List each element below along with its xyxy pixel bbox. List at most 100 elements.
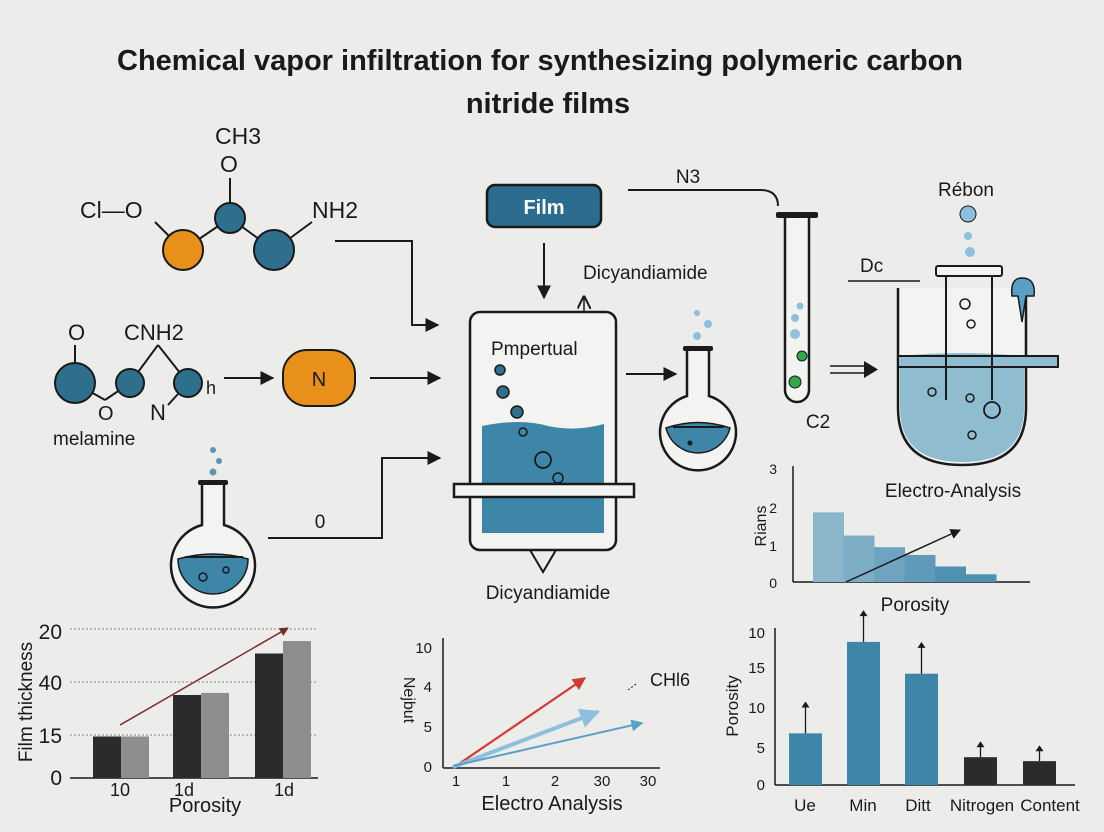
beaker xyxy=(896,205,1059,467)
atom-1 xyxy=(54,362,96,404)
c2-bar xyxy=(121,736,149,778)
c1-ytick: 3 xyxy=(769,461,777,477)
c4-error-cap xyxy=(917,641,926,648)
c4-ytick: 15 xyxy=(748,660,765,677)
c1-title: Electro-Analysis xyxy=(885,481,1021,502)
c3-xtick: 1 xyxy=(452,773,460,790)
c1-ylabel: Rians xyxy=(753,506,770,547)
test-tube xyxy=(776,212,818,404)
atom-nitrogen xyxy=(253,229,295,271)
c4-bar xyxy=(789,733,822,785)
c4-xtick: Ditt xyxy=(905,796,931,815)
c1-ytick: 2 xyxy=(769,500,777,516)
reactor-top-label: Dicyandiamide xyxy=(583,263,708,284)
c3-series-line xyxy=(452,677,587,769)
c2-bar xyxy=(201,692,229,778)
c4-error-cap xyxy=(976,741,985,748)
c3-ytick: 5 xyxy=(424,719,432,736)
flask-right xyxy=(658,310,738,472)
c3-xtick: 30 xyxy=(594,773,611,790)
c2-bar xyxy=(93,736,121,778)
c3-xlabel: Electro Analysis xyxy=(481,793,622,815)
c3-series-line xyxy=(452,719,644,767)
c1-bar xyxy=(965,574,997,582)
beaker-side-label: Dc xyxy=(860,256,883,277)
chart-film-thickness: 20 40 15 0 10 1d 1d Porosity Film thickn… xyxy=(16,621,318,817)
reactor-inner-label: Pmpertual xyxy=(491,339,578,360)
c3-ylabel: Nejbut xyxy=(400,677,417,724)
chart-porosity: 10 15 10 5 0 Ue Min Ditt Nitrogen Conten… xyxy=(723,610,1080,815)
c2-xtick: 1d xyxy=(274,780,294,800)
molecule-1: CH3 O Cl—O NH2 xyxy=(80,123,358,271)
n-label: N xyxy=(150,400,166,425)
c2-ytick: 15 xyxy=(39,725,62,748)
c3-ytick: 4 xyxy=(424,679,432,696)
tube-bottom-label: C2 xyxy=(806,412,830,433)
c2-bar xyxy=(255,653,283,778)
flask-left xyxy=(169,447,257,609)
ch3-label: CH3 xyxy=(215,123,261,149)
c2-bar xyxy=(173,695,201,778)
c4-xtick: Ue xyxy=(794,796,816,815)
c1-bar xyxy=(935,566,966,582)
o-label: O xyxy=(220,151,238,177)
c4-xtick: Min xyxy=(849,796,876,815)
c4-error-cap xyxy=(859,610,868,617)
c4-ylabel: Porosity xyxy=(723,675,742,737)
chart-electro-analysis: 3 2 1 0 Electro-Analysis Porosity Rians xyxy=(753,461,1030,616)
c4-bar xyxy=(1023,761,1056,785)
flask-left-label: 0 xyxy=(315,512,326,533)
o-bottom-label: O xyxy=(98,403,114,425)
c4-ytick: 10 xyxy=(748,700,765,717)
n-node xyxy=(282,349,356,407)
c2-ytick: 0 xyxy=(50,767,62,790)
atom-3 xyxy=(173,368,203,398)
nh2-label: NH2 xyxy=(312,197,358,223)
c1-bar xyxy=(904,554,936,582)
c2-xtick: 10 xyxy=(110,780,130,800)
c3-xtick: 2 xyxy=(551,773,559,790)
c4-bar xyxy=(964,757,997,785)
c2-xtick: 1d xyxy=(174,780,194,800)
film-box-label: Film xyxy=(523,197,564,219)
title-line-1: Chemical vapor infiltration for synthesi… xyxy=(117,45,963,77)
c4-error-cap xyxy=(1035,745,1044,752)
atom-oxygen xyxy=(162,229,204,271)
c4-ytick: 5 xyxy=(757,740,765,757)
beaker-top-label: Rébon xyxy=(938,180,994,201)
c2-ytick: 40 xyxy=(39,672,62,695)
melamine-label: melamine xyxy=(53,429,135,450)
c4-xtick: Content xyxy=(1020,796,1080,815)
c3-annotation: CHl6 xyxy=(650,670,690,690)
c2-xlabel: Porosity xyxy=(169,795,241,817)
c4-bar xyxy=(905,673,938,785)
title-line-2: nitride films xyxy=(466,88,630,120)
c1-ytick: 1 xyxy=(769,538,777,554)
c1-ytick: 0 xyxy=(769,575,777,591)
c1-bar xyxy=(874,547,905,582)
c4-ytick: 10 xyxy=(748,625,765,642)
chart-electro-lines: 10 4 5 0 1 1 2 30 30 Electro Analysis Ne… xyxy=(400,638,690,815)
c4-bar xyxy=(847,641,880,785)
c2-ytick: 20 xyxy=(39,621,62,644)
n-node-label: N xyxy=(312,369,326,391)
c2-ylabel: Film thickness xyxy=(16,642,37,762)
molecule-2: O CNH2 O N h melamine xyxy=(53,320,216,450)
atom-2 xyxy=(115,368,145,398)
cl-o-label: Cl—O xyxy=(80,197,143,223)
c1-bar xyxy=(813,512,844,582)
c4-ytick: 0 xyxy=(757,777,765,794)
c4-xtick: Nitrogen xyxy=(950,796,1014,815)
tube-top-label: N3 xyxy=(676,167,700,188)
c2-bar xyxy=(283,641,311,778)
c4-error-cap xyxy=(801,701,810,708)
o-label: O xyxy=(68,320,85,345)
c3-ytick: 0 xyxy=(424,759,432,776)
film-box xyxy=(485,183,603,229)
h-label: h xyxy=(206,378,216,398)
c3-series-line xyxy=(452,708,601,769)
c1-xlabel: Porosity xyxy=(881,595,950,616)
cnh2-label: CNH2 xyxy=(124,320,184,345)
